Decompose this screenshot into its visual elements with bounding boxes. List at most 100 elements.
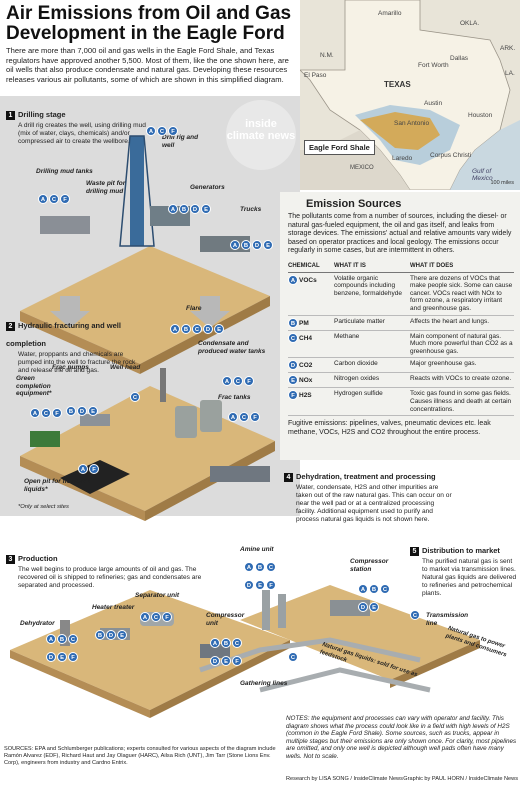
emission-badge-b: B xyxy=(369,584,379,594)
flare-stack xyxy=(160,368,166,402)
label-dehydrator: Dehydrator xyxy=(20,620,55,627)
badges-transmission: C xyxy=(410,604,421,622)
emission-badge-a: A xyxy=(358,584,368,594)
label-compressor-station: Compressor station xyxy=(350,558,389,573)
emission-badge-a: A xyxy=(146,126,156,136)
emission-badge-a: A xyxy=(30,408,40,418)
badge-a: A xyxy=(288,274,298,285)
map-label-san-antonio: San Antonio xyxy=(394,120,430,127)
emission-badge-f: F xyxy=(232,656,242,666)
map-label-mexico: MEXICO xyxy=(350,165,374,171)
stage-3-body: The well begins to produce large amounts… xyxy=(18,566,202,589)
map-label-laredo: Laredo xyxy=(392,155,413,162)
label-compressor-unit: Compressor unit xyxy=(206,612,245,627)
chem-name: CH4 xyxy=(299,334,313,342)
map-label-gulf: Gulf of Mexico xyxy=(472,168,493,182)
footnote-select-sites: *Only at select sites xyxy=(18,504,69,510)
label-mud-tanks: Drilling mud tanks xyxy=(36,168,93,175)
label-heater-treater: Heater treater xyxy=(92,604,135,611)
emission-badge-c: C xyxy=(41,408,51,418)
page-title: Air Emissions from Oil and Gas Developme… xyxy=(6,3,292,44)
stage-1-body: A drill rig creates the well, using dril… xyxy=(18,122,146,145)
stage-2-number: 2 xyxy=(6,322,15,331)
emission-badge-b: B xyxy=(221,638,231,648)
emission-badge-f: F xyxy=(244,376,254,386)
map-label-dallas: Dallas xyxy=(450,55,469,62)
label-frac-pumps: Frac pumps xyxy=(52,364,89,371)
emission-sources-box: Emission Sources The pollutants come fro… xyxy=(280,192,520,460)
map-label-houston: Houston xyxy=(468,112,493,119)
credits: Research by LISA SONG / InsideClimate Ne… xyxy=(286,776,518,782)
emission-badge-e: E xyxy=(369,602,379,612)
emission-badge-f: F xyxy=(60,194,70,204)
emission-badge-f: F xyxy=(89,464,99,474)
emission-sources-intro: The pollutants come from a number of sou… xyxy=(288,213,512,255)
chem-name: VOCs xyxy=(299,276,317,284)
map-label-fort-worth: Fort Worth xyxy=(418,62,449,69)
map-label-el-paso: El Paso xyxy=(304,72,327,79)
label-generators: Generators xyxy=(190,184,225,191)
label-well-head: Well head xyxy=(110,364,141,371)
credit-graphic: Graphic by PAUL HORN / InsideClimate New… xyxy=(403,776,518,782)
chem-what-is: Nitrogen oxides xyxy=(334,372,410,389)
badge-f: F xyxy=(288,390,298,401)
emission-badge-e: E xyxy=(214,324,224,334)
chem-what-is: Volatile organic compounds including ben… xyxy=(334,272,410,316)
emission-sources-title: Emission Sources xyxy=(306,198,402,210)
chem-what-does: Major greenhouse gas. xyxy=(410,357,514,374)
emission-badge-a: A xyxy=(168,204,178,214)
credit-research: Research by LISA SONG / InsideClimate Ne… xyxy=(286,776,403,782)
emission-badge-d: D xyxy=(358,602,368,612)
emission-badge-d: D xyxy=(210,656,220,666)
label-drill-rig: Drill rig and well xyxy=(162,134,199,149)
eagle-ford-label: Eagle Ford Shale xyxy=(304,140,375,155)
label-separator: Separator unit xyxy=(135,592,180,599)
emission-badge-a: A xyxy=(228,412,238,422)
emission-badge-e: E xyxy=(57,652,67,662)
emission-badge-c: C xyxy=(49,194,59,204)
chem-what-does: Reacts with VOCs to create ozone. xyxy=(410,372,514,389)
notes-text: NOTES: the equipment and processes can v… xyxy=(286,715,517,760)
emission-badge-f: F xyxy=(266,580,276,590)
label-open-pit: Open pit for flowback liquids* xyxy=(24,478,91,493)
emission-badge-a: A xyxy=(210,638,220,648)
chem-name: NOx xyxy=(299,377,313,385)
map-label-amarillo: Amarillo xyxy=(378,10,402,17)
badge-b: B xyxy=(288,317,298,328)
emission-badge-a: A xyxy=(222,376,232,386)
chem-what-is: Carbon dioxide xyxy=(334,357,410,374)
production-illustration xyxy=(10,585,480,718)
chem-what-is: Particulate matter xyxy=(334,315,410,331)
stage-4-number: 4 xyxy=(284,473,293,482)
map-scale: 100 miles xyxy=(490,180,514,186)
emission-badge-b: B xyxy=(66,406,76,416)
emission-badge-e: E xyxy=(255,580,265,590)
stage-4-title: Dehydration, treatment and processing xyxy=(296,472,436,481)
emission-badge-d: D xyxy=(46,652,56,662)
badge-d: D xyxy=(288,360,298,371)
label-condensate: Condensate and produced water tanks xyxy=(198,340,266,355)
emission-badge-f: F xyxy=(68,652,78,662)
watermark-logo: inside climate news xyxy=(226,100,296,170)
badge-e: E xyxy=(288,375,298,386)
drill-rig xyxy=(130,136,144,246)
emission-badge-c: C xyxy=(157,126,167,136)
emission-badge-c: C xyxy=(266,562,276,572)
emission-badge-c: C xyxy=(192,324,202,334)
emission-badge-e: E xyxy=(88,406,98,416)
